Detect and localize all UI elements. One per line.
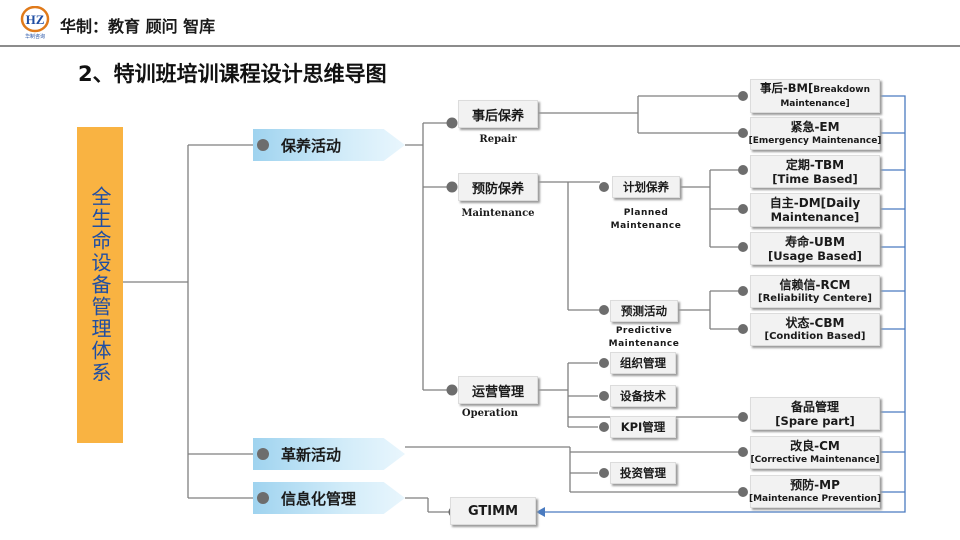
leaf-cm[interactable]: 改良-CM [Corrective Maintenance] — [750, 436, 880, 469]
node-label: 革新活动 — [281, 445, 342, 464]
leaf-bm[interactable]: 事后-BM[Breakdown Maintenance] — [750, 79, 880, 113]
caption-preventive: Maintenance — [461, 208, 535, 219]
leaf-ubm[interactable]: 寿命-UBM [Usage Based] — [750, 232, 880, 265]
leaf-line1: 预防-MP — [790, 477, 840, 492]
leaf-line2: [Spare part] — [775, 413, 855, 428]
leaf-line1: 寿命-UBM — [785, 234, 845, 249]
caption-predictive-2: Maintenance — [608, 339, 680, 349]
gtimm-arrowhead — [536, 507, 545, 517]
leaf-line2: Maintenance] — [770, 210, 860, 224]
feedback-lines — [542, 95, 906, 513]
leaf-em[interactable]: 紧急-EM [Emergency Maintenance] — [748, 117, 882, 150]
header-divider — [0, 45, 960, 47]
leaf-line1: 紧急-EM — [790, 119, 840, 134]
node-innovation-activity[interactable]: 革新活动 — [253, 438, 405, 470]
leaf-line1: 改良-CM — [790, 438, 840, 453]
page-title: 2、特训班培训课程设计思维导图 — [78, 62, 387, 86]
leaf-tbm[interactable]: 定期-TBM [Time Based] — [750, 155, 880, 188]
node-predictive[interactable]: 预测活动 — [610, 300, 678, 322]
node-informatization[interactable]: 信息化管理 — [253, 482, 405, 514]
caption-predictive-1: Predictive — [615, 326, 673, 336]
caption-operation: Operation — [461, 408, 519, 419]
node-kpi[interactable]: KPI管理 — [610, 416, 676, 438]
node-label: 保养活动 — [281, 136, 342, 155]
leaf-line1: 自主-DM[Daily — [769, 196, 861, 210]
connector-dots — [446, 91, 748, 518]
leaf-line1: 状态-CBM — [785, 315, 845, 330]
leaf-line2: [Condition Based] — [764, 330, 866, 342]
caption-repair: Repair — [479, 134, 517, 145]
logo-subtitle: 华制咨询 — [25, 33, 45, 40]
node-gtimm[interactable]: GTIMM — [450, 497, 536, 525]
leaf-line2: [Time Based] — [772, 171, 858, 186]
leaf-mp[interactable]: 预防-MP [Maintenance Prevention] — [748, 475, 882, 508]
node-label: 信息化管理 — [281, 489, 357, 508]
leaf-rcm[interactable]: 信赖信-RCM [Reliability Centere] — [750, 275, 880, 308]
leaf-line2: [Emergency Maintenance] — [748, 135, 882, 146]
leaf-line2: [Maintenance Prevention] — [748, 493, 882, 504]
leaf-line2: [Usage Based] — [768, 248, 862, 263]
bullet-dot — [257, 492, 269, 504]
leaf-line1: 备品管理 — [790, 399, 839, 414]
leaf-dm[interactable]: 自主-DM[Daily Maintenance] — [750, 193, 880, 227]
caption-planned-2: Maintenance — [610, 221, 682, 231]
header-bar — [0, 0, 960, 46]
node-organization[interactable]: 组织管理 — [610, 352, 676, 374]
node-equipment-tech[interactable]: 设备技术 — [610, 385, 676, 407]
node-repair[interactable]: 事后保养 — [458, 100, 538, 128]
root-node: 全生命设备管理体系 — [77, 127, 123, 443]
node-investment[interactable]: 投资管理 — [610, 462, 676, 484]
tree-connectors — [123, 95, 740, 513]
leaf-line2: [Reliability Centere] — [758, 292, 872, 304]
leaf-line2: Maintenance] — [780, 99, 850, 109]
leaf-line1: 定期-TBM — [785, 157, 845, 172]
caption-planned-1: Planned — [623, 208, 669, 218]
root-label: 全生命设备管理体系 — [88, 186, 112, 384]
bullet-dot — [257, 139, 269, 151]
company-logo: HZ 华制咨询 — [20, 5, 50, 40]
node-preventive[interactable]: 预防保养 — [458, 173, 538, 201]
node-planned[interactable]: 计划保养 — [612, 176, 680, 198]
node-maintenance-activity[interactable]: 保养活动 — [253, 129, 405, 161]
leaf-spare-part[interactable]: 备品管理 [Spare part] — [750, 397, 880, 430]
node-operation[interactable]: 运营管理 — [458, 376, 538, 404]
brand-slogan: 华制：教育 顾问 智库 — [60, 17, 216, 36]
logo-letters: HZ — [26, 12, 45, 27]
leaf-line1: 事后-BM[Breakdown — [759, 81, 871, 95]
bullet-dot — [257, 448, 269, 460]
leaf-line1: 信赖信-RCM — [779, 277, 851, 292]
leaf-cbm[interactable]: 状态-CBM [Condition Based] — [750, 313, 880, 346]
leaf-line2: [Corrective Maintenance] — [750, 454, 880, 465]
